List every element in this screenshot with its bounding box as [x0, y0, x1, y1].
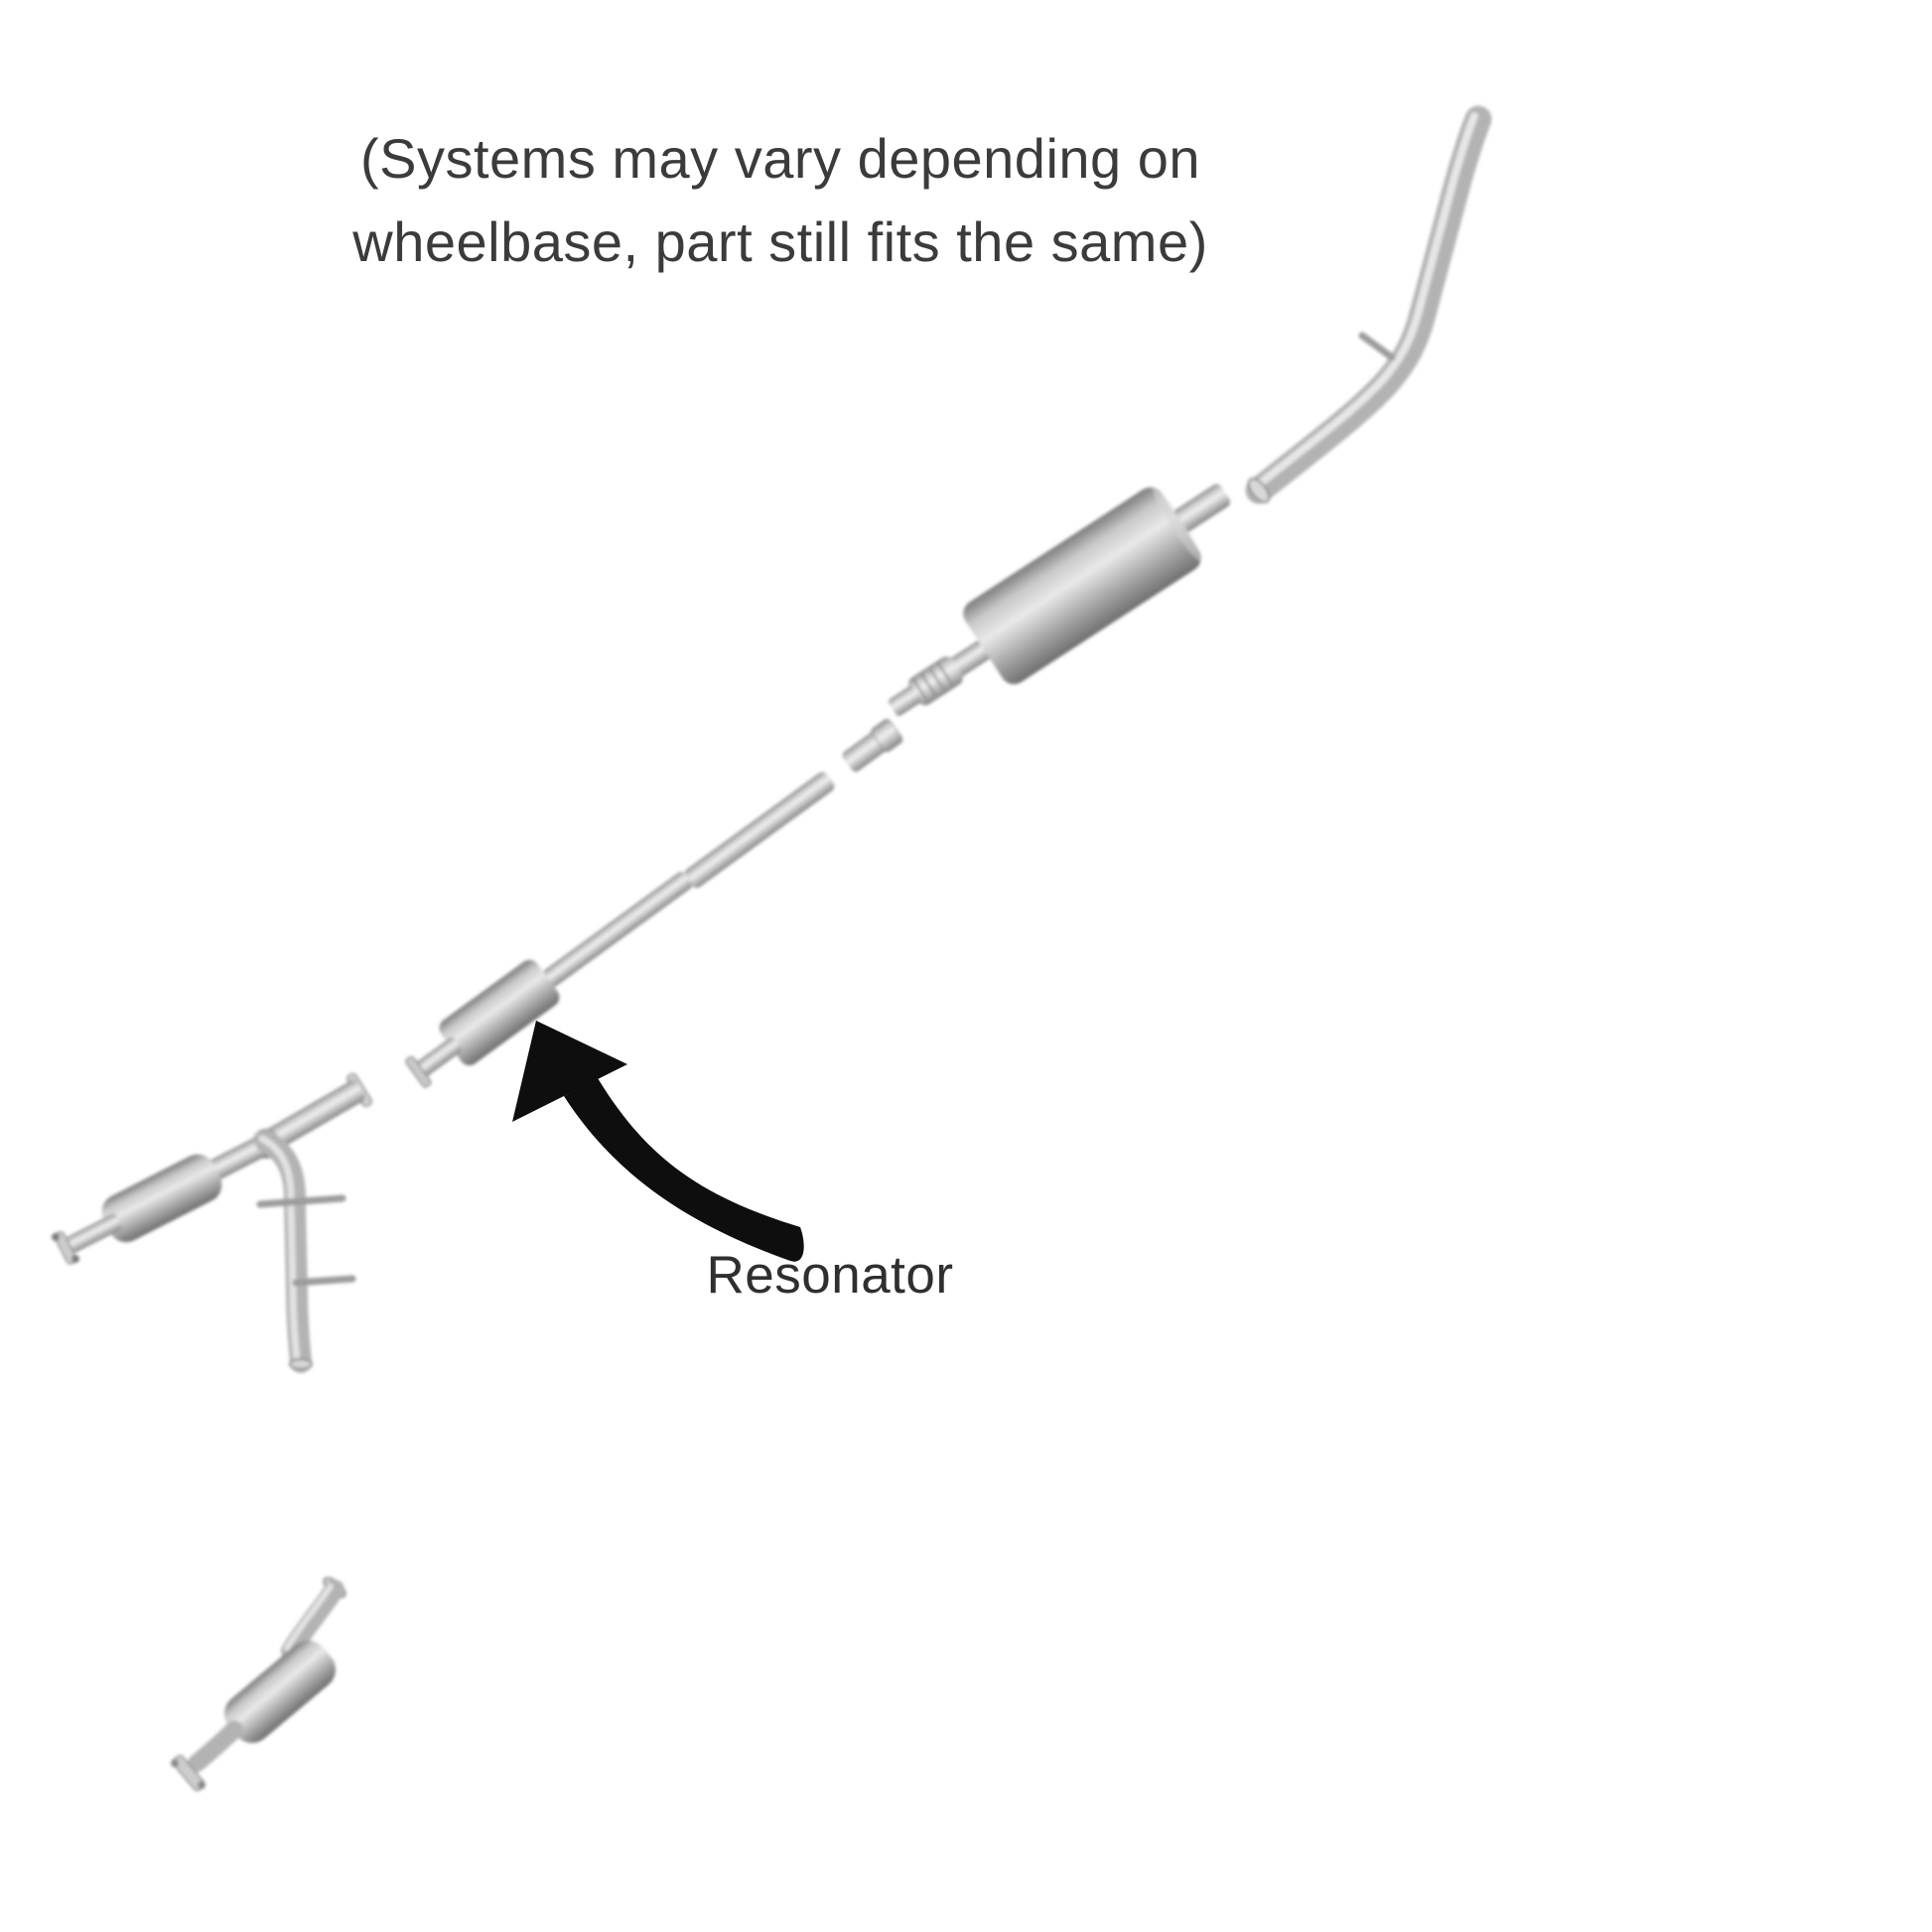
connector-pipe	[842, 719, 903, 772]
resonator-inlet-stub	[412, 1037, 462, 1079]
y-pipe-assembly	[52, 1072, 373, 1373]
exhaust-parts	[52, 105, 1492, 1792]
hanger-rod	[256, 1194, 346, 1208]
resonator-body	[439, 959, 560, 1066]
resonator-outlet-pipe	[542, 872, 693, 987]
resonator-arrow	[512, 1021, 804, 1262]
flex-coupler	[907, 656, 963, 706]
catalytic-converter	[101, 1154, 222, 1243]
hanger-rod	[292, 1275, 356, 1287]
resonator-assembly	[405, 872, 693, 1088]
catalytic-converter-2	[223, 1640, 337, 1743]
caption-line-2: wheelbase, part still fits the same)	[352, 210, 1208, 273]
resonator-label: Resonator	[706, 1246, 954, 1305]
tailpipe	[1245, 105, 1492, 504]
front-pipe-assembly	[171, 1577, 346, 1792]
muffler	[888, 483, 1231, 717]
caption: (Systems may vary depending on wheelbase…	[352, 117, 1207, 284]
intermediate-pipe	[684, 771, 835, 889]
hanger-rod	[1358, 332, 1396, 361]
cat-end-flange	[54, 1231, 77, 1265]
muffler-outlet-stub	[1171, 483, 1231, 534]
clamp-band	[871, 719, 903, 753]
inlet-flange	[405, 1055, 432, 1088]
flex-end-stub	[888, 685, 921, 717]
muffler-body	[963, 486, 1201, 685]
caption-line-1: (Systems may vary depending on	[359, 127, 1201, 190]
y-pipe-collector	[262, 1080, 365, 1152]
cat-outlet-stub	[67, 1213, 122, 1253]
